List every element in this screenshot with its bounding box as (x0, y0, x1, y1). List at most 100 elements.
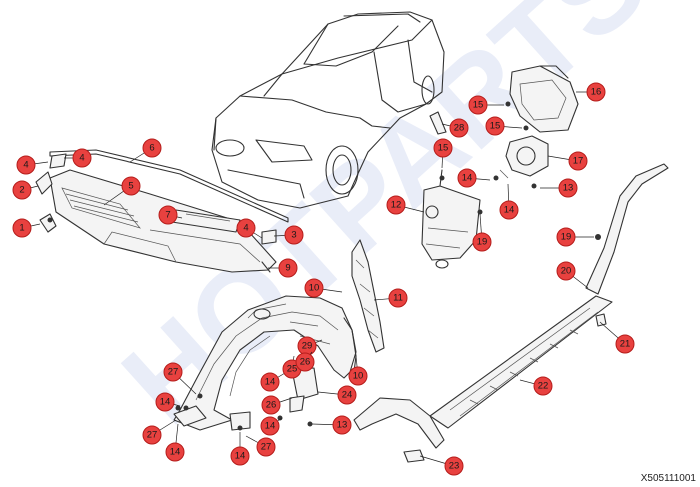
callout-27: 27 (163, 362, 197, 395)
callout-20: 20 (556, 261, 589, 289)
callout-14: 14 (260, 369, 291, 392)
callout-badge (499, 200, 519, 220)
callout-number: 14 (160, 397, 171, 408)
callout-11: 11 (373, 288, 408, 308)
callout-badge (468, 95, 488, 115)
callout-24: 24 (317, 385, 357, 405)
callout-7: 7 (158, 205, 183, 225)
callout-badge (256, 437, 276, 457)
wheel-liner-group (173, 295, 357, 431)
callout-number: 15 (473, 100, 484, 111)
callout-badge (158, 205, 178, 225)
moldings-group (353, 111, 669, 463)
callout-badge (386, 195, 406, 215)
callout-badge (121, 176, 141, 196)
callout-2: 2 (12, 180, 39, 200)
callout-13: 13 (311, 415, 352, 435)
callout-number: 1 (19, 223, 24, 234)
callout-number: 4 (23, 160, 28, 171)
callout-14: 14 (499, 183, 519, 220)
callout-number: 10 (309, 283, 320, 294)
callout-badge (12, 218, 32, 238)
callout-14: 14 (155, 392, 181, 412)
callout-badge (165, 442, 185, 462)
callout-badge (337, 385, 357, 405)
callout-14: 14 (260, 416, 283, 436)
callout-number: 27 (261, 442, 272, 453)
callout-number: 16 (591, 87, 602, 98)
callout-23: 23 (419, 455, 464, 476)
callout-badge (163, 362, 183, 382)
callout-number: 5 (128, 181, 133, 192)
callout-badge (332, 415, 352, 435)
callout-number: 15 (438, 143, 449, 154)
callout-number: 13 (337, 420, 348, 431)
callout-number: 3 (291, 230, 296, 241)
callout-badge (556, 261, 576, 281)
callout-badge (348, 366, 368, 386)
callout-badge (12, 180, 32, 200)
callout-badge (472, 232, 492, 252)
callout-number: 14 (265, 377, 276, 388)
callout-badge (230, 446, 250, 466)
callout-13: 13 (540, 178, 578, 198)
callout-badge (304, 278, 324, 298)
callout-14: 14 (165, 423, 185, 462)
callout-6: 6 (129, 138, 162, 163)
callout-4: 4 (236, 218, 263, 239)
callout-number: 20 (561, 266, 572, 277)
car-illustration (211, 11, 445, 209)
callout-number: 7 (165, 210, 170, 221)
callout-number: 27 (168, 367, 179, 378)
callout-badge (388, 288, 408, 308)
callout-28: 28 (441, 118, 469, 138)
callout-number: 23 (449, 461, 460, 472)
callout-4: 4 (16, 155, 49, 175)
callout-number: 2 (19, 185, 24, 196)
callout-number: 19 (561, 232, 572, 243)
callout-number: 25 (287, 364, 298, 375)
callout-badge (72, 148, 92, 168)
callout-number: 15 (490, 121, 501, 132)
fuel-door-group (499, 65, 579, 179)
callout-number: 29 (302, 341, 313, 352)
callout-12: 12 (386, 195, 425, 215)
callout-22: 22 (519, 376, 553, 396)
callout-26: 26 (295, 351, 315, 372)
callout-badge (615, 334, 635, 354)
callout-badge (433, 138, 453, 158)
callout-badge (533, 376, 553, 396)
callout-badge (261, 395, 281, 415)
callout-number: 9 (285, 263, 290, 274)
callout-badge (260, 372, 280, 392)
callout-badge (568, 151, 588, 171)
callout-19: 19 (556, 227, 594, 247)
callout-badge (284, 225, 304, 245)
fasteners (47, 101, 601, 431)
callout-number: 14 (462, 173, 473, 184)
callout-number: 26 (300, 357, 311, 368)
callout-number: 21 (620, 339, 631, 350)
callout-badge (449, 118, 469, 138)
callout-badge (142, 138, 162, 158)
callout-number: 4 (79, 153, 84, 164)
callout-29: 29 (297, 336, 323, 356)
callout-number: 12 (391, 200, 402, 211)
fender-bracket (343, 239, 385, 373)
callout-badge (16, 155, 36, 175)
callout-badge (278, 258, 298, 278)
callout-26: 26 (261, 395, 293, 415)
callout-17: 17 (547, 151, 588, 171)
callout-27: 27 (245, 435, 276, 457)
callout-number: 22 (538, 381, 549, 392)
diagram-code: X505111001 (640, 473, 696, 484)
callout-badge (260, 416, 280, 436)
callout-badge (485, 116, 505, 136)
callout-number: 14 (235, 451, 246, 462)
callout-15: 15 (433, 138, 453, 169)
callout-badge (556, 227, 576, 247)
callout-number: 26 (266, 400, 277, 411)
